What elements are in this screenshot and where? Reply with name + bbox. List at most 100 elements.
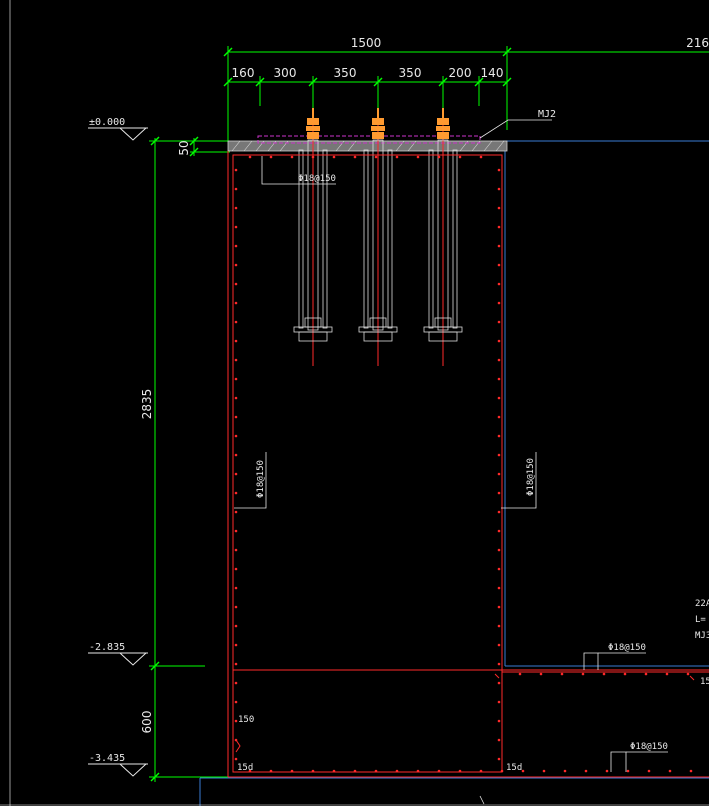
rebar-dot-right bbox=[497, 757, 501, 761]
dimension-ticks-top bbox=[223, 47, 512, 87]
rebar-dot-right bbox=[497, 415, 501, 419]
rebar-dot-ledge bbox=[602, 672, 606, 676]
rebar-dot-left bbox=[234, 282, 238, 286]
rebar-callout-top bbox=[261, 156, 336, 185]
rebar-dot-left bbox=[234, 719, 238, 723]
rebar-dot-bottom bbox=[605, 769, 609, 773]
rebar-dot-bottom bbox=[353, 769, 357, 773]
rebar-dot-bottom bbox=[647, 769, 651, 773]
rebar-dot-left bbox=[234, 605, 238, 609]
rebar-dot-left bbox=[234, 358, 238, 362]
rebar-dot-ledge bbox=[518, 672, 522, 676]
elevation-bottom-label: -3.435 bbox=[89, 753, 125, 764]
rebar-dot-right bbox=[497, 586, 501, 590]
rebar-dot-bottom bbox=[689, 769, 693, 773]
rebar-dot-bottom bbox=[311, 769, 315, 773]
anchor-bolt-2 bbox=[358, 108, 398, 366]
rebar-dot-right bbox=[497, 320, 501, 324]
elevation-marker-top: ±0.000 bbox=[88, 117, 148, 141]
rebar-dot-left bbox=[234, 548, 238, 552]
rebar-dot-right bbox=[497, 396, 501, 400]
dimension-chain-top bbox=[227, 46, 709, 142]
rebar-label-ledge: Φ18@150 bbox=[608, 643, 646, 653]
dim-height-main: 2835 bbox=[140, 389, 154, 420]
embed-plate-mj2 bbox=[257, 135, 481, 144]
rebar-dot-ledge bbox=[623, 672, 627, 676]
rebar-dot-right bbox=[497, 529, 501, 533]
rebar-dot-top bbox=[458, 155, 462, 159]
rebar-dot-bottom bbox=[626, 769, 630, 773]
rebar-callout-ledge bbox=[583, 652, 646, 670]
rebar-dot-bottom bbox=[458, 769, 462, 773]
rebar-dot-right bbox=[497, 244, 501, 248]
rebar-dot-left bbox=[234, 377, 238, 381]
rebar-callout-bottom bbox=[610, 751, 668, 772]
elevation-top-label: ±0.000 bbox=[89, 117, 125, 128]
rebar-dot-left bbox=[234, 434, 238, 438]
edge-dim-15: 15 bbox=[700, 677, 709, 687]
rebar-dot-bottom bbox=[395, 769, 399, 773]
elevation-mid-label: -2.835 bbox=[89, 642, 125, 653]
rebar-dot-left bbox=[234, 453, 238, 457]
embed-plate-leader bbox=[479, 119, 552, 139]
rebar-dot-left bbox=[234, 529, 238, 533]
rebar-dot-right bbox=[497, 567, 501, 571]
rebar-dot-left bbox=[234, 415, 238, 419]
rebar-dot-bottom bbox=[521, 769, 525, 773]
rebar-dot-right bbox=[497, 206, 501, 210]
rebar-dot-bottom bbox=[500, 769, 504, 773]
rebar-dot-ledge bbox=[686, 672, 690, 676]
note-line-3: MJ3 bbox=[695, 631, 709, 641]
rebar-callout-left bbox=[234, 452, 267, 509]
rebar-dot-bottom bbox=[416, 769, 420, 773]
dimension-ticks-left bbox=[150, 136, 199, 782]
rebar-dot-left bbox=[234, 567, 238, 571]
rebar-dot-right bbox=[497, 282, 501, 286]
rebar-dot-left bbox=[234, 491, 238, 495]
rebar-dot-ledge bbox=[581, 672, 585, 676]
rebar-dot-right bbox=[497, 681, 501, 685]
elevation-marker-bottom: -3.435 bbox=[88, 753, 148, 777]
rebar-dot-left bbox=[234, 700, 238, 704]
dim-right-partial: 216 bbox=[686, 36, 709, 50]
rebar-dot-bottom bbox=[437, 769, 441, 773]
rebar-dot-right bbox=[497, 339, 501, 343]
dim-seg-1: 160 bbox=[232, 66, 255, 80]
rebar-dot-top bbox=[437, 155, 441, 159]
rebar-dot-bottom bbox=[563, 769, 567, 773]
rebar-dot-bottom bbox=[479, 769, 483, 773]
rebar-dot-left bbox=[234, 396, 238, 400]
rebar-dot-left bbox=[234, 757, 238, 761]
rebar-dot-left bbox=[234, 510, 238, 514]
rebar-dot-right bbox=[497, 491, 501, 495]
rebar-dot-top bbox=[248, 155, 252, 159]
rebar-dot-left bbox=[234, 643, 238, 647]
rebar-dot-left bbox=[234, 187, 238, 191]
rebar-dot-right bbox=[497, 301, 501, 305]
rebar-dot-right bbox=[497, 605, 501, 609]
rebar-dot-right bbox=[497, 168, 501, 172]
dim-height-bottom: 600 bbox=[140, 711, 154, 734]
foundation-structure bbox=[227, 151, 709, 778]
dim-seg-4: 350 bbox=[399, 66, 422, 80]
dim-seg-3: 350 bbox=[334, 66, 357, 80]
rebar-dot-left bbox=[234, 244, 238, 248]
rebar-dot-bottom bbox=[668, 769, 672, 773]
rebar-dot-right bbox=[497, 225, 501, 229]
rebar-dot-bottom bbox=[542, 769, 546, 773]
rebar-dot-top bbox=[479, 155, 483, 159]
rebar-dot-right bbox=[497, 187, 501, 191]
rebar-dot-top bbox=[311, 155, 315, 159]
anchor-15d-mid: 15d bbox=[506, 763, 522, 773]
rebar-dot-left bbox=[234, 472, 238, 476]
break-mark bbox=[479, 795, 485, 805]
pit-outline bbox=[199, 140, 709, 806]
rebar-dot-left bbox=[234, 206, 238, 210]
embed-plate-label: MJ2 bbox=[538, 109, 556, 120]
note-line-1: 22A bbox=[695, 599, 709, 609]
rebar-dot-right bbox=[497, 434, 501, 438]
anchor-bolt-3 bbox=[423, 108, 463, 366]
rebar-dot-ledge bbox=[539, 672, 543, 676]
rebar-dot-right bbox=[497, 510, 501, 514]
